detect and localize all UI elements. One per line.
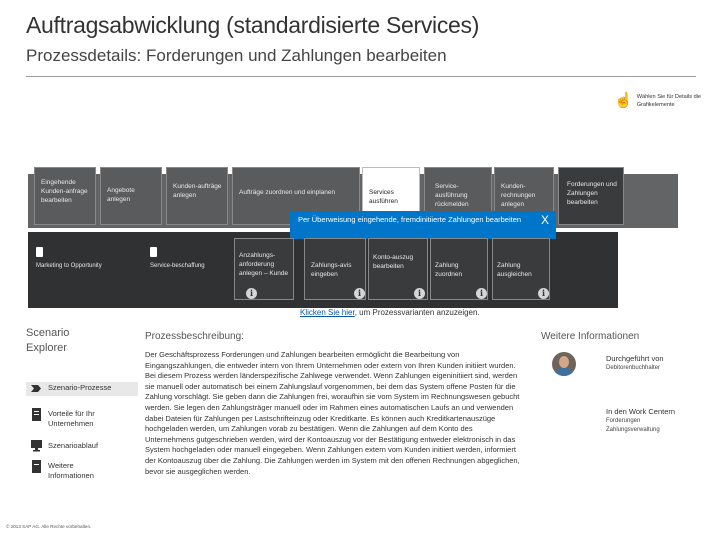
performed-by: Durchgeführt von Debitorenbuchhalter <box>606 354 716 373</box>
detail-step-label: Zahlung zuordnen <box>435 261 485 279</box>
process-step-3[interactable]: Kunden-aufträge anlegen <box>166 167 228 225</box>
process-step-label: Services ausführen <box>369 188 417 206</box>
page-subtitle: Prozessdetails: Forderungen und Zahlunge… <box>26 46 447 66</box>
variant-link-text: , um Prozessvarianten anzuzeigen. <box>355 308 480 317</box>
info-icon[interactable]: i <box>414 288 425 299</box>
sidebar-item-szenario-prozesse[interactable]: Szenario-Prozesse <box>26 382 138 396</box>
avatar <box>552 352 576 376</box>
process-step-2[interactable]: Angebote anlegen <box>100 167 162 225</box>
work-center: In den Work Centern Forderungen Zahlungs… <box>606 407 716 435</box>
info-icon[interactable]: i <box>538 288 549 299</box>
detail-step-label: Konto-auszug bearbeiten <box>373 253 425 271</box>
variant-link[interactable]: Klicken Sie hier <box>300 308 355 317</box>
info-icon[interactable]: i <box>246 288 257 299</box>
process-step-label: Forderungen und Zahlungen bearbeiten <box>567 180 619 207</box>
copyright: © 2013 SAP AG. Alle Rechte vorbehalten. <box>6 524 91 529</box>
sidebar-item-label: Vorteile für Ihr Unternehmen <box>48 409 136 429</box>
work-center-label: In den Work Centern <box>606 407 716 417</box>
close-icon[interactable]: X <box>541 213 549 227</box>
process-step-label: Service-ausführung rückmelden <box>435 182 487 209</box>
info-icon[interactable]: i <box>476 288 487 299</box>
description-body: Der Geschäftsprozess Forderungen und Zah… <box>145 350 520 477</box>
description-heading: Prozessbeschreibung: <box>145 331 244 342</box>
variant-link-row: Klicken Sie hier, um Prozessvarianten an… <box>300 308 480 317</box>
process-icon <box>31 383 42 395</box>
document-icon <box>31 408 42 420</box>
monitor-icon <box>31 440 42 452</box>
sidebar-item-label: Szenarioablauf <box>48 441 98 451</box>
popup-text: Per Überweisung eingehende, fremdinitiie… <box>298 215 534 225</box>
hint-text: Wählen Sie für Details die Grafikelement… <box>637 93 704 109</box>
process-step-label: Eingehende Kunden-anfrage bearbeiten <box>41 178 91 205</box>
step-popup: Per Überweisung eingehende, fremdinitiie… <box>290 211 556 239</box>
process-step-8[interactable]: Forderungen und Zahlungen bearbeiten <box>558 167 624 225</box>
info-icon[interactable]: i <box>354 288 365 299</box>
sidebar-title: Scenario Explorer <box>26 326 86 356</box>
detail-step-1[interactable]: Anzahlungs-anforderung anlegen – Kunde <box>234 238 294 300</box>
performed-by-label: Durchgeführt von <box>606 354 716 364</box>
sidebar-item-label: Szenario-Prozesse <box>48 383 111 393</box>
work-center-value: Forderungen Zahlungsverwaltung <box>606 417 694 435</box>
process-step-label: Kunden-aufträge anlegen <box>173 182 223 200</box>
detail-step-label: Zahlung ausgleichen <box>497 261 547 279</box>
lower-tile-label[interactable]: Service-beschaffung <box>150 262 220 271</box>
page-title: Auftragsabwicklung (standardisierte Serv… <box>26 12 479 39</box>
performed-by-value: Debitorenbuchhalter <box>606 364 716 373</box>
header-divider <box>26 76 696 77</box>
sidebar-item-label: Weitere Informationen <box>48 461 118 481</box>
detail-step-label: Zahlungs-avis eingeben <box>311 261 363 279</box>
scenario-explorer-sidebar: Scenario Explorer Szenario-Prozesse Vort… <box>26 322 138 540</box>
process-step-label: Kunden-rechnungen anlegen <box>501 182 551 209</box>
process-step-1[interactable]: Eingehende Kunden-anfrage bearbeiten <box>34 167 96 225</box>
hint: ☝ Wählen Sie für Details die Grafikeleme… <box>614 93 704 109</box>
more-info-heading: Weitere Informationen <box>541 331 639 342</box>
sidebar-item-szenarioablauf[interactable]: Szenarioablauf <box>26 440 138 454</box>
sidebar-item-vorteile[interactable]: Vorteile für Ihr Unternehmen <box>26 408 138 432</box>
lower-tile-label[interactable]: Marketing to Opportunity <box>36 262 106 271</box>
document-icon <box>36 247 43 257</box>
process-step-label: Angebote anlegen <box>107 186 157 204</box>
process-step-label: Aufträge zuordnen und einplanen <box>239 188 349 197</box>
info-document-icon <box>31 460 42 472</box>
document-icon <box>150 247 157 257</box>
detail-step-label: Anzahlungs-anforderung anlegen – Kunde <box>239 251 293 278</box>
pointing-hand-icon: ☝ <box>614 93 633 109</box>
sidebar-item-weitere-informationen[interactable]: Weitere Informationen <box>26 460 138 484</box>
